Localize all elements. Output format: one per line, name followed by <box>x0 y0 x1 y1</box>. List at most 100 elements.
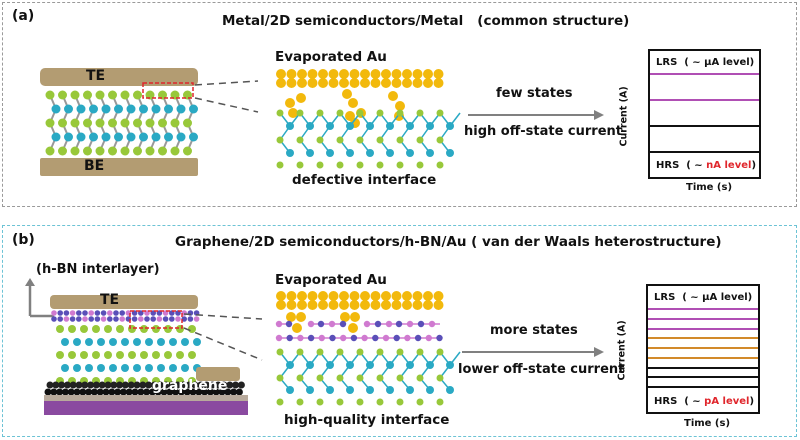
atom <box>157 338 165 346</box>
au-atom <box>412 78 423 88</box>
mo-atom <box>306 386 314 394</box>
atom <box>189 104 198 114</box>
graphene-atom <box>79 388 87 396</box>
hbn-atom <box>113 310 119 316</box>
s-atom <box>316 374 324 382</box>
atom <box>85 338 93 346</box>
atom <box>164 132 173 142</box>
s-atom <box>296 161 304 169</box>
hbn-atom <box>317 320 325 328</box>
atom <box>61 364 69 372</box>
mo-atom <box>406 122 414 130</box>
interlayer-label: (h-BN interlayer) <box>36 262 160 277</box>
atom <box>92 351 100 359</box>
au-atom <box>318 78 328 88</box>
au-atom <box>349 291 360 301</box>
atom <box>58 118 67 128</box>
s-atom <box>396 109 404 117</box>
hbn-atom <box>76 316 82 322</box>
graphene-atom <box>63 381 71 389</box>
atom <box>188 351 196 359</box>
atom <box>140 325 148 333</box>
atom <box>145 118 155 128</box>
mo-atom <box>386 386 394 394</box>
s-atom <box>416 109 424 117</box>
hbn-atom <box>395 320 403 328</box>
bottom-electrode <box>40 158 198 176</box>
au-atom <box>318 69 328 79</box>
graphene-atom <box>50 388 58 396</box>
graphene-atom <box>98 381 106 389</box>
au-atom <box>276 78 286 88</box>
s-atom <box>416 348 424 356</box>
panel-a-arrow-top-text: few states <box>496 86 573 101</box>
au-atom <box>391 300 402 310</box>
atom <box>108 146 117 156</box>
au-atom <box>370 69 381 79</box>
state-level-line <box>648 376 758 379</box>
graphene-atom <box>75 381 83 389</box>
graphene-atom <box>73 388 81 396</box>
hrs-prefix-b: HRS ( ~ <box>654 396 705 407</box>
graphene-atom <box>96 388 104 396</box>
au-atom <box>307 291 318 301</box>
panel-a-label: (a) <box>12 8 35 24</box>
s-atom <box>336 374 344 382</box>
graphene-atom <box>214 381 222 389</box>
atom <box>89 132 98 142</box>
hrs-label: HRS ( ~ nA level) <box>656 160 756 171</box>
au-atom <box>423 291 433 301</box>
mo-atom <box>386 149 394 157</box>
mo-atom <box>286 361 294 369</box>
state-level-line <box>648 347 758 349</box>
panel-b-chart-ylabel: Current (A) <box>616 320 628 381</box>
state-level-line <box>650 151 759 153</box>
graphene-atom <box>46 381 54 389</box>
mo-atom <box>446 361 454 369</box>
au-atom <box>381 291 391 301</box>
arrow-head-icon-b <box>594 347 604 357</box>
s-atom <box>296 374 304 382</box>
state-level-line <box>648 356 758 359</box>
mo-atom <box>366 122 374 130</box>
atom <box>193 338 201 346</box>
hbn-atom <box>414 334 422 342</box>
hbn-atom <box>329 334 336 342</box>
atom <box>116 325 124 333</box>
atom <box>92 325 100 333</box>
s-atom <box>336 136 344 144</box>
hbn-atom <box>404 334 411 342</box>
atom <box>176 351 184 359</box>
panel-a-zoom-illustration <box>276 69 461 169</box>
interlayer-arrow <box>25 278 54 318</box>
graphene-atom <box>224 388 232 396</box>
hbn-atom <box>372 334 379 342</box>
atom <box>80 325 88 333</box>
au-atom <box>360 78 370 88</box>
graphene-atom <box>121 381 129 389</box>
atom <box>139 104 148 114</box>
hbn-atom <box>88 310 94 316</box>
s-atom <box>356 374 364 382</box>
au-atom <box>276 291 286 301</box>
hbn-atom <box>417 320 425 328</box>
panel-b-label: (b) <box>12 232 35 248</box>
atom <box>58 146 67 156</box>
graphene-atom <box>201 388 209 396</box>
s-atom <box>436 161 444 169</box>
au-atom <box>349 69 360 79</box>
oxide-layer <box>44 395 248 401</box>
atom <box>70 118 80 128</box>
mo-atom <box>366 361 374 369</box>
atom <box>164 325 172 333</box>
au-atom <box>297 69 307 79</box>
atom <box>101 132 111 142</box>
atom <box>61 338 69 346</box>
graphene-atom <box>85 388 93 396</box>
atom <box>68 351 76 359</box>
au-atom <box>381 78 391 88</box>
hbn-atom <box>94 316 101 322</box>
graphene-atom <box>116 381 124 389</box>
au-atom <box>391 78 402 88</box>
atom <box>114 132 123 142</box>
